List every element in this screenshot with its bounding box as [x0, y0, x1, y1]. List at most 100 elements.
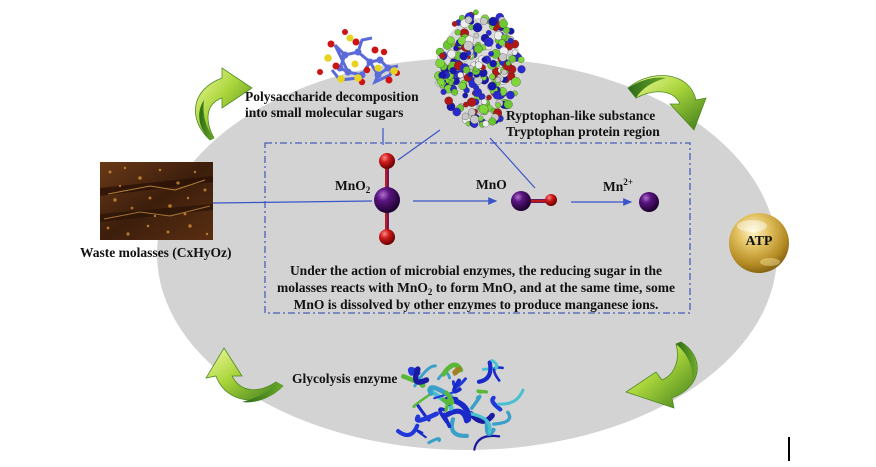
- description-line2: molasses reacts with MnO2 to form MnO, a…: [262, 279, 690, 297]
- enzyme-ribbon: [444, 394, 453, 412]
- polysaccharide-label-line2: into small molecular sugars: [245, 105, 404, 120]
- mno2-molecule: [374, 153, 400, 245]
- reaction-box: [264, 142, 691, 314]
- manganese-atom: [511, 191, 531, 211]
- enzyme-ribbon: [490, 359, 499, 370]
- polysaccharide-label: Polysaccharide decomposition into small …: [245, 89, 419, 121]
- mno-label: MnO: [476, 177, 507, 192]
- protein-atom: [470, 115, 480, 124]
- enzyme-ribbon: [449, 417, 469, 439]
- protein-atom: [464, 16, 473, 24]
- molasses-to-mno2-line: [212, 200, 373, 204]
- enzyme-ribbon: [497, 388, 525, 406]
- enzyme-ribbon: [396, 423, 420, 438]
- protein-atom: [480, 17, 488, 25]
- sugar-molecule-icon: [317, 29, 400, 86]
- enzyme-ribbon: [473, 434, 501, 451]
- enzyme-ribbon: [442, 412, 452, 429]
- mno2-label: MnO2: [335, 178, 370, 195]
- mno-molecule: [511, 191, 557, 211]
- protein-atom: [487, 81, 497, 91]
- cycle-arrow-bottom-right-icon: [625, 341, 698, 409]
- protein-atom: [451, 88, 459, 96]
- protein-atom: [498, 19, 508, 29]
- protein-atom: [489, 73, 496, 80]
- enzyme-strand: [452, 366, 462, 376]
- enzyme-ribbon: [476, 389, 489, 394]
- protein-atom: [473, 9, 479, 16]
- cycle-arrow-top-right-icon: [627, 75, 707, 131]
- description-line2-post: to form MnO, and at the same time, some: [432, 280, 675, 295]
- tryptophan-label-line2: Tryptophan protein region: [506, 124, 660, 139]
- tryptophan-to-mno-line: [489, 137, 536, 189]
- protein-atom: [449, 66, 457, 75]
- protein-atom: [436, 77, 445, 87]
- protein-atom: [503, 99, 513, 109]
- enzyme-ribbon: [412, 393, 432, 409]
- protein-atom: [488, 50, 494, 57]
- protein-atom: [478, 104, 489, 114]
- protein-atom: [473, 44, 483, 54]
- cycle-arrow-bottom-left-icon: [205, 347, 284, 403]
- protein-atom: [517, 65, 526, 74]
- protein-atom: [475, 61, 483, 69]
- mn2-label: Mn2+: [603, 177, 633, 195]
- protein-atom: [486, 94, 492, 101]
- enzyme-ribbon: [440, 390, 455, 406]
- protein-atom: [506, 90, 515, 100]
- protein-atom: [447, 49, 456, 59]
- protein-atom: [446, 36, 455, 45]
- oxygen-atom: [545, 194, 557, 206]
- oxygen-atom: [379, 153, 395, 169]
- protein-atom: [498, 53, 508, 62]
- protein-atom: [467, 71, 474, 78]
- enzyme-ribbon: [414, 411, 439, 423]
- reaction-description: Under the action of microbial enzymes, t…: [262, 262, 690, 313]
- protein-atom: [452, 107, 462, 117]
- protein-atom: [453, 45, 459, 52]
- protein-atom: [488, 16, 498, 27]
- polysaccharide-label-line1: Polysaccharide decomposition: [245, 89, 419, 104]
- enzyme-ribbon: [427, 437, 441, 445]
- protein-atom: [488, 117, 497, 126]
- protein-atom: [463, 87, 470, 94]
- oxygen-atom: [379, 229, 395, 245]
- protein-atom: [467, 108, 476, 117]
- enzyme-ribbon: [452, 378, 462, 394]
- description-line2-sub: 2: [427, 287, 433, 297]
- protein-atom: [461, 112, 470, 121]
- protein-atom: [481, 56, 488, 63]
- protein-atom: [492, 90, 502, 100]
- protein-atom: [508, 55, 517, 63]
- protein-atom: [462, 92, 469, 99]
- enzyme-ribbon: [438, 407, 449, 424]
- manganese-ion: [639, 192, 659, 212]
- protein-atom: [481, 98, 488, 105]
- protein-atom: [463, 101, 469, 108]
- protein-atom: [511, 49, 518, 56]
- protein-atom: [473, 32, 480, 39]
- protein-atom: [462, 66, 471, 74]
- protein-atom: [485, 29, 492, 36]
- protein-atom: [440, 88, 447, 95]
- protein-atom: [517, 56, 525, 63]
- protein-atom: [435, 58, 445, 69]
- enzyme-ribbon: [476, 360, 493, 384]
- protein-atom: [507, 37, 514, 44]
- protein-atom: [498, 39, 506, 47]
- tryptophan-label-line1: Ryptophan-like substance: [506, 108, 656, 123]
- protein-atom: [484, 37, 494, 47]
- protein-atom: [439, 52, 446, 60]
- enzyme-ribbon: [469, 394, 482, 410]
- protein-atom: [489, 59, 497, 68]
- protein-atom: [495, 102, 502, 109]
- protein-atom: [459, 51, 468, 61]
- protein-atom: [444, 96, 453, 106]
- mn2-superscript: 2+: [623, 177, 633, 187]
- enzyme-ribbon: [492, 366, 504, 382]
- protein-atom: [511, 76, 521, 87]
- atp-sphere: [729, 213, 789, 273]
- enzyme-ribbon: [490, 395, 503, 412]
